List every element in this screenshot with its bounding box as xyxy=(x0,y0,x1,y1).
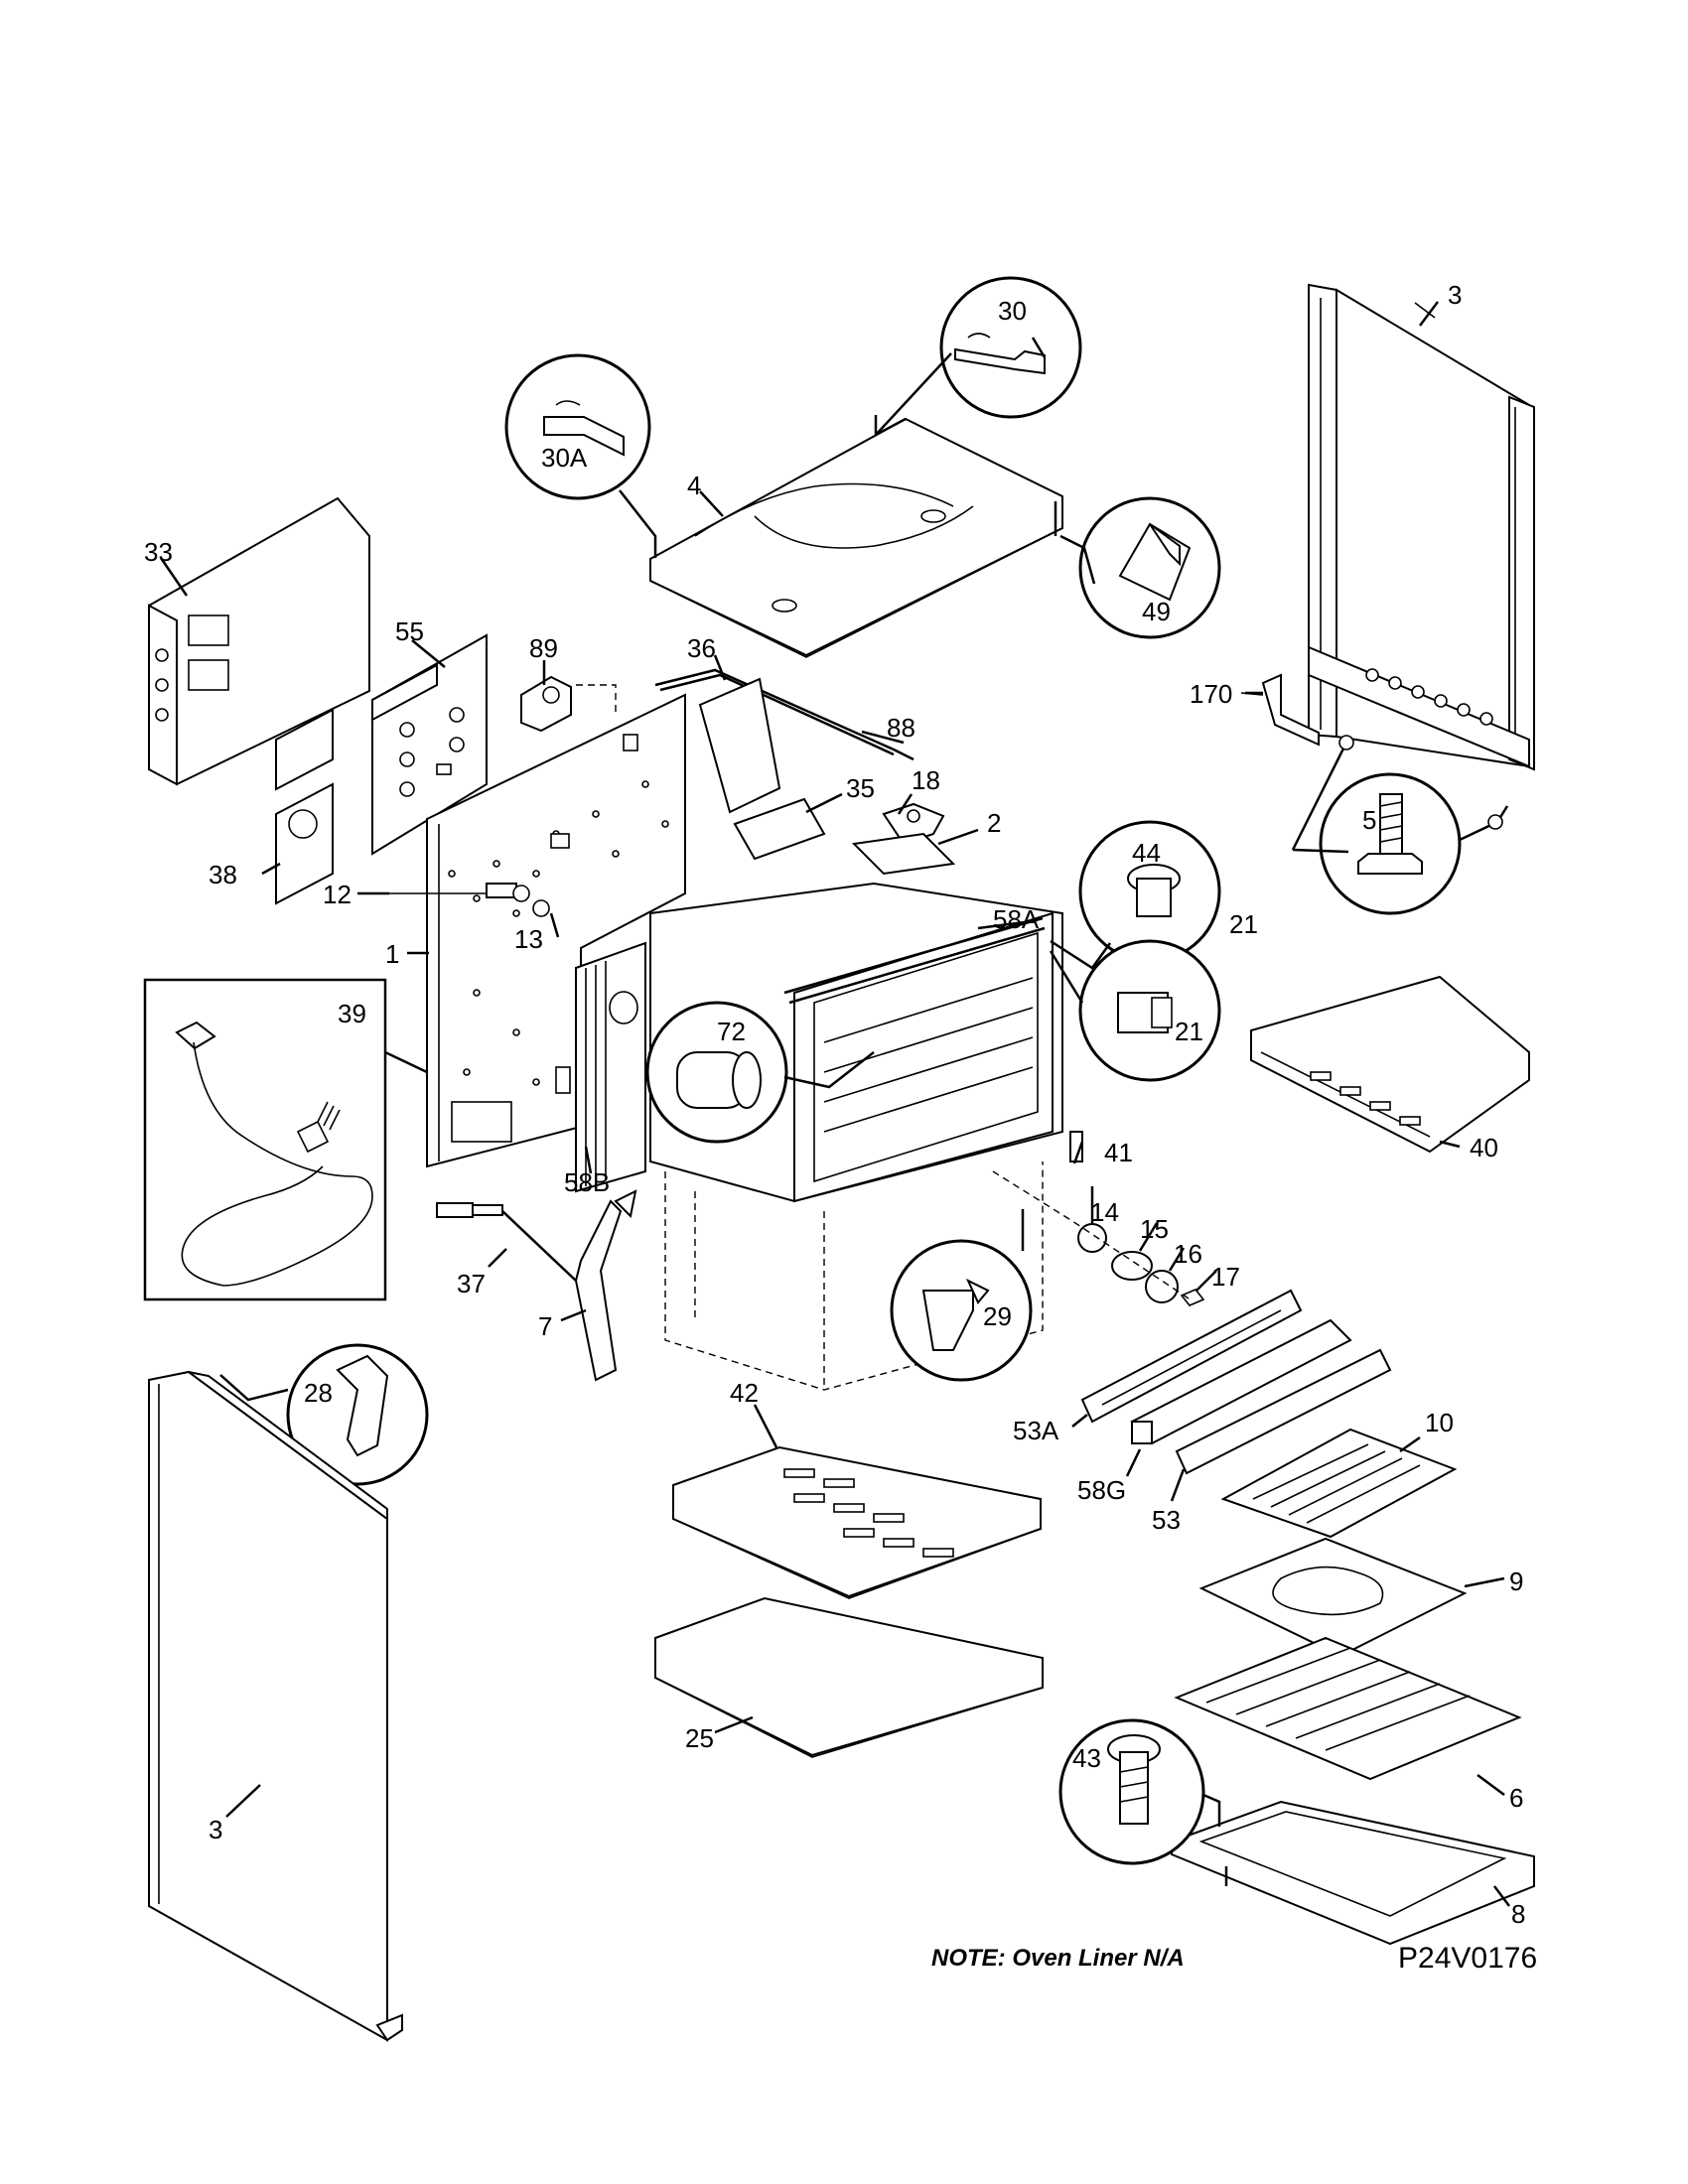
label-10: 10 xyxy=(1425,1408,1454,1437)
part-12-13-fittings xyxy=(357,883,550,917)
part-30-bracket-callout xyxy=(874,276,1082,438)
part-2-bracket xyxy=(851,832,956,876)
label-43: 43 xyxy=(1072,1743,1101,1773)
label-13: 13 xyxy=(514,924,543,954)
label-30: 30 xyxy=(998,296,1027,326)
label-53A: 53A xyxy=(1013,1416,1059,1445)
part-33-heat-shield xyxy=(148,496,370,786)
part-3-side-panel-bottom xyxy=(148,1370,403,2042)
part-4-oven-top xyxy=(649,417,1063,658)
label-3-bottom: 3 xyxy=(209,1815,222,1844)
label-53: 53 xyxy=(1152,1505,1181,1535)
label-89: 89 xyxy=(529,633,558,663)
label-37: 37 xyxy=(457,1269,486,1298)
label-38: 38 xyxy=(209,860,237,889)
label-15: 15 xyxy=(1140,1214,1169,1244)
oven-body xyxy=(575,882,1063,1391)
part-89-bracket xyxy=(520,675,617,733)
part-36-88-rod xyxy=(654,668,914,814)
label-42: 42 xyxy=(730,1378,759,1408)
label-12: 12 xyxy=(323,880,352,909)
part-170-bracket xyxy=(1240,673,1320,747)
part-35-plate xyxy=(733,797,826,861)
part-6-oven-rack xyxy=(1174,1636,1522,1781)
label-25: 25 xyxy=(685,1723,714,1753)
part-38-insulation xyxy=(275,708,334,905)
label-9: 9 xyxy=(1509,1567,1523,1596)
part-28-clip-callout xyxy=(219,1343,429,1486)
label-33: 33 xyxy=(144,537,173,567)
drawing-code: P24V0176 xyxy=(1398,1942,1537,1975)
label-41: 41 xyxy=(1104,1138,1133,1167)
label-6: 6 xyxy=(1509,1783,1523,1813)
label-39: 39 xyxy=(338,999,366,1028)
label-7: 7 xyxy=(538,1311,552,1341)
label-21b: 21 xyxy=(1175,1017,1203,1046)
label-29: 29 xyxy=(983,1301,1012,1331)
label-58G: 58G xyxy=(1077,1475,1126,1505)
label-14: 14 xyxy=(1090,1197,1119,1227)
part-5-leveling-leg-callout xyxy=(1291,735,1509,915)
label-18: 18 xyxy=(912,765,940,795)
part-72-lamp-cover-callout xyxy=(645,1001,875,1144)
label-72: 72 xyxy=(717,1017,746,1046)
label-88: 88 xyxy=(887,713,915,743)
part-37-sensor xyxy=(436,1202,577,1282)
part-30A-bracket-callout xyxy=(504,353,657,558)
label-5: 5 xyxy=(1362,805,1376,835)
part-25-bottom-panel xyxy=(654,1596,1044,1758)
label-16: 16 xyxy=(1174,1239,1202,1269)
part-43-screw-callout xyxy=(1058,1718,1228,1886)
part-42-bottom-panel xyxy=(672,1445,1042,1599)
part-21-clip-callout xyxy=(1049,939,1221,1082)
label-8: 8 xyxy=(1511,1899,1525,1929)
label-4: 4 xyxy=(687,471,701,500)
part-9-broiler-pan xyxy=(1198,1537,1468,1658)
label-58B: 58B xyxy=(564,1167,610,1197)
part-10-broiler-grid xyxy=(1220,1428,1458,1539)
label-40: 40 xyxy=(1470,1133,1498,1162)
label-55: 55 xyxy=(395,616,424,646)
part-40-bracket xyxy=(1250,975,1530,1154)
label-21a: 21 xyxy=(1229,909,1258,939)
label-36: 36 xyxy=(687,633,716,663)
part-44-21-knob-callout xyxy=(1050,820,1221,970)
part-8-drawer xyxy=(1171,1800,1535,1946)
part-53-rail xyxy=(1175,1348,1392,1475)
part-3-side-panel-top xyxy=(1308,283,1535,771)
part-58G-insulation xyxy=(1130,1318,1352,1445)
oven-liner-note: NOTE: Oven Liner N/A xyxy=(931,1945,1185,1972)
label-17: 17 xyxy=(1211,1262,1240,1292)
label-30A: 30A xyxy=(541,443,588,473)
label-2: 2 xyxy=(987,808,1001,838)
label-58A: 58A xyxy=(993,904,1040,934)
label-3-top: 3 xyxy=(1448,280,1462,310)
label-44: 44 xyxy=(1132,838,1161,868)
part-49-clip-callout xyxy=(1059,496,1221,639)
label-35: 35 xyxy=(846,773,875,803)
part-14-17-lamp-assembly xyxy=(992,1170,1205,1306)
label-170: 170 xyxy=(1190,679,1232,709)
part-55-panel xyxy=(371,633,488,856)
label-1: 1 xyxy=(385,939,399,969)
part-7-hinge xyxy=(574,1189,637,1382)
part-29-clip-callout xyxy=(890,1209,1033,1382)
part-53A-rail xyxy=(1080,1289,1303,1424)
part-39-power-cord-box xyxy=(143,978,387,1301)
label-28: 28 xyxy=(304,1378,333,1408)
label-49: 49 xyxy=(1142,597,1171,626)
